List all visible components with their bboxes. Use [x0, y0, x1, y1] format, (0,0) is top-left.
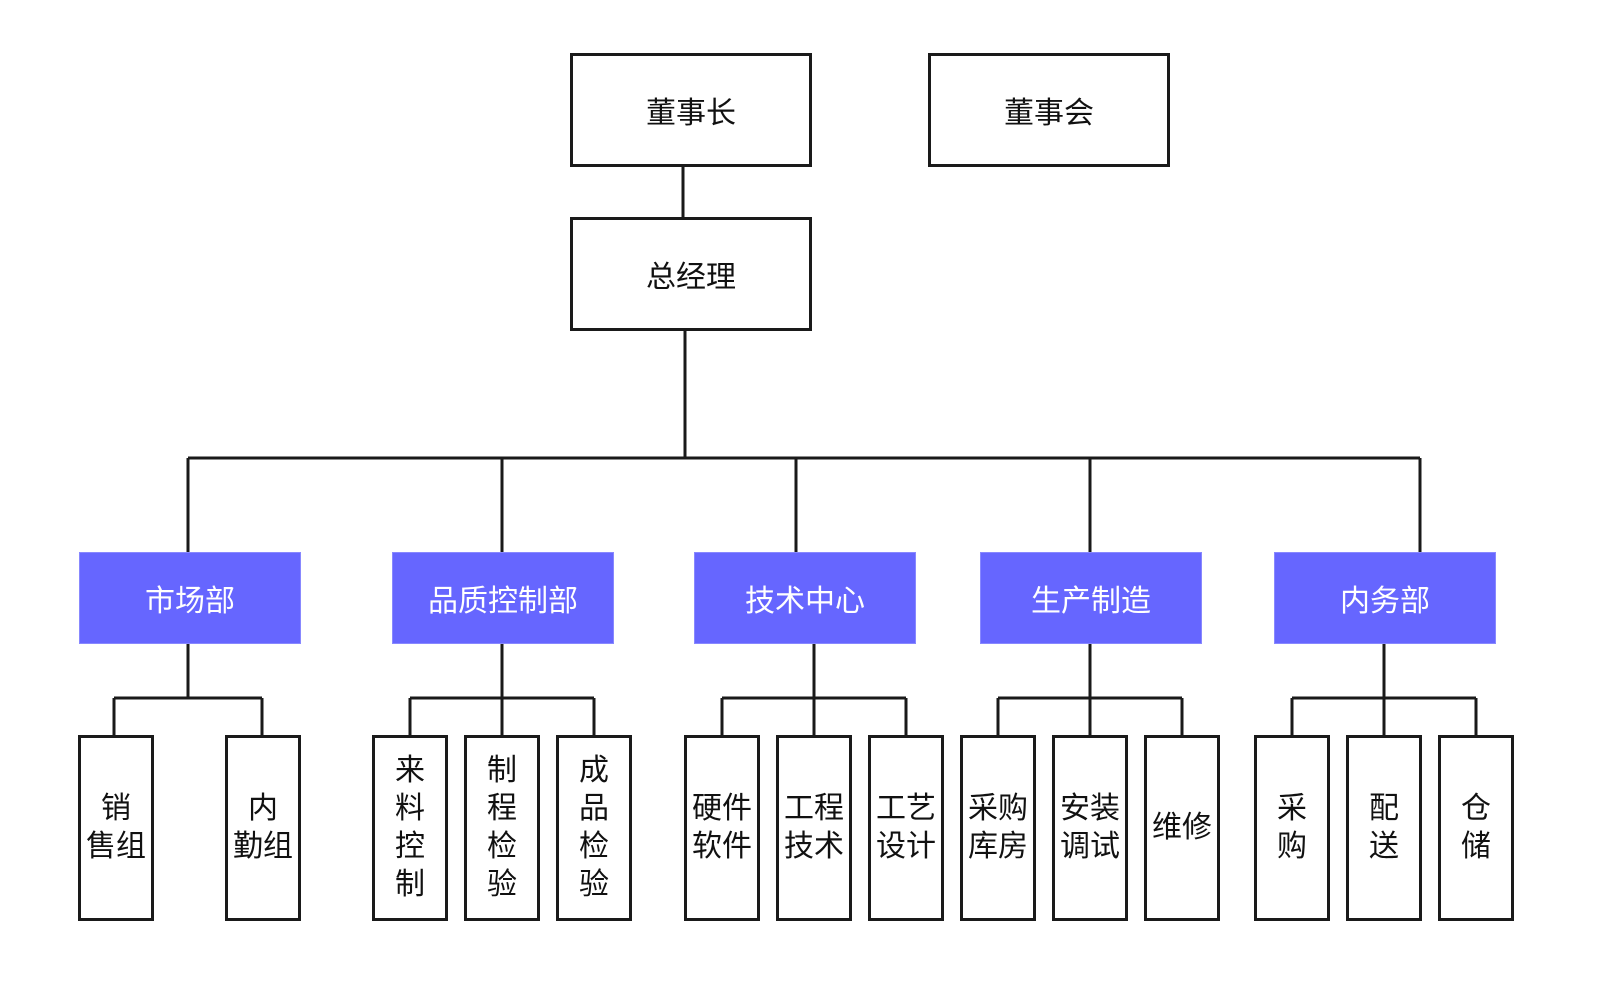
chairman-label: 董事长	[646, 96, 736, 131]
team-box: 制 程 检 验	[464, 735, 540, 921]
team-label: 配 送	[1369, 791, 1399, 864]
general-manager-label: 总经理	[646, 260, 736, 295]
team-box: 硬件 软件	[684, 735, 760, 921]
board-label: 董事会	[1004, 96, 1094, 131]
team-label: 工艺 设计	[876, 791, 936, 864]
team-box: 安装 调试	[1052, 735, 1128, 921]
department-box-quality: 品质控制部	[392, 552, 614, 644]
department-label: 市场部	[145, 584, 235, 619]
department-label: 内务部	[1340, 584, 1430, 619]
department-box-internal: 内务部	[1274, 552, 1496, 644]
team-box: 成 品 检 验	[556, 735, 632, 921]
general-manager-box: 总经理	[570, 217, 812, 331]
department-box-market: 市场部	[79, 552, 301, 644]
department-box-tech: 技术中心	[694, 552, 916, 644]
department-label: 品质控制部	[428, 584, 578, 619]
team-box: 来 料 控 制	[372, 735, 448, 921]
team-label: 销 售组	[86, 791, 146, 864]
team-box: 维修	[1144, 735, 1220, 921]
team-label: 采 购	[1277, 791, 1307, 864]
team-label: 制 程 检 验	[487, 753, 517, 902]
chairman-box: 董事长	[570, 53, 812, 167]
team-label: 来 料 控 制	[395, 753, 425, 902]
team-box: 采 购	[1254, 735, 1330, 921]
team-label: 采购 库房	[968, 791, 1028, 864]
team-label: 工程 技术	[784, 791, 844, 864]
team-box: 配 送	[1346, 735, 1422, 921]
team-label: 维修	[1152, 810, 1212, 845]
team-label: 仓 储	[1461, 791, 1491, 864]
team-box: 工艺 设计	[868, 735, 944, 921]
department-label: 技术中心	[745, 584, 865, 619]
board-box: 董事会	[928, 53, 1170, 167]
team-box: 销 售组	[78, 735, 154, 921]
team-box: 内 勤组	[225, 735, 301, 921]
team-box: 工程 技术	[776, 735, 852, 921]
team-box: 采购 库房	[960, 735, 1036, 921]
team-box: 仓 储	[1438, 735, 1514, 921]
department-label: 生产制造	[1031, 584, 1151, 619]
team-label: 内 勤组	[233, 791, 293, 864]
department-box-production: 生产制造	[980, 552, 1202, 644]
team-label: 成 品 检 验	[579, 753, 609, 902]
team-label: 硬件 软件	[692, 791, 752, 864]
team-label: 安装 调试	[1060, 791, 1120, 864]
